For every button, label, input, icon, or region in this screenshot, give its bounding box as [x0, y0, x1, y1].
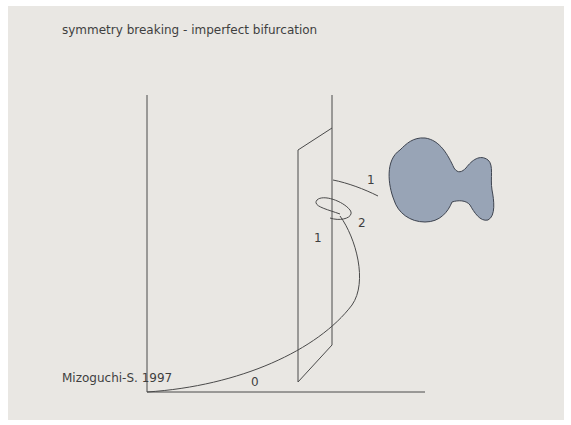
loop-branch [316, 198, 351, 220]
diagram-title: symmetry breaking - imperfect bifurcatio… [62, 24, 317, 37]
solution-branch [147, 216, 360, 392]
horizontal-axis [147, 392, 425, 393]
credit-caption: Mizoguchi-S. 1997 [62, 372, 172, 385]
vertical-axis [147, 95, 148, 392]
section-plane [298, 128, 332, 382]
branch-number: 1 [367, 174, 375, 187]
branch-number: 0 [251, 376, 259, 389]
paper-ground [8, 6, 564, 420]
blob-figure [389, 138, 494, 222]
branch-number: 2 [358, 217, 366, 230]
branch-number: 1 [314, 232, 322, 245]
plane-edge [332, 95, 333, 128]
